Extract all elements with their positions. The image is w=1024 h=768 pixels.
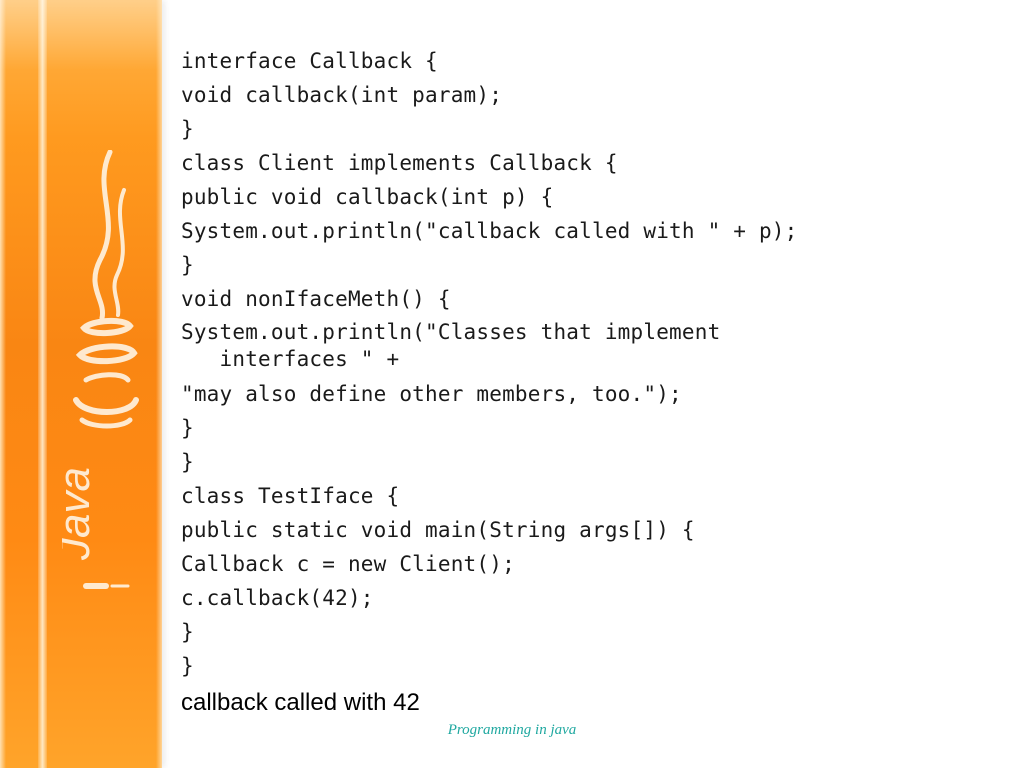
java-logo-icon: Java <box>62 150 139 589</box>
code-line: } <box>181 253 194 277</box>
code-line: } <box>181 416 194 440</box>
code-line: interface Callback { <box>181 49 438 73</box>
java-logo-text: Java <box>62 467 99 561</box>
code-line: public void callback(int p) { <box>181 185 554 209</box>
slide-footer: Programming in java <box>0 722 1024 739</box>
code-line: c.callback(42); <box>181 586 374 610</box>
code-line: System.out.println("callback called with… <box>181 219 798 243</box>
side-band: Java <box>0 0 162 768</box>
program-output: callback called with 42 <box>181 689 420 716</box>
code-line: class TestIface { <box>181 484 400 508</box>
code-line: Callback c = new Client(); <box>181 552 515 576</box>
code-line: void callback(int param); <box>181 83 503 107</box>
footer-text: Programming in java <box>447 722 577 738</box>
code-line: class Client implements Callback { <box>181 151 618 175</box>
code-line: } <box>181 117 194 141</box>
code-line: "may also define other members, too."); <box>181 382 682 406</box>
band-edge <box>156 0 162 768</box>
code-line: } <box>181 654 194 678</box>
code-listing: interface Callback { void callback(int pa… <box>181 44 1001 721</box>
code-line: System.out.println("Classes that impleme… <box>181 320 721 371</box>
band-stripe <box>38 0 47 768</box>
code-line: } <box>181 620 194 644</box>
code-line: void nonIfaceMeth() { <box>181 287 451 311</box>
code-line: public static void main(String args[]) { <box>181 518 695 542</box>
code-line: } <box>181 450 194 474</box>
band-highlight <box>0 0 6 768</box>
band-sheen <box>0 0 162 70</box>
